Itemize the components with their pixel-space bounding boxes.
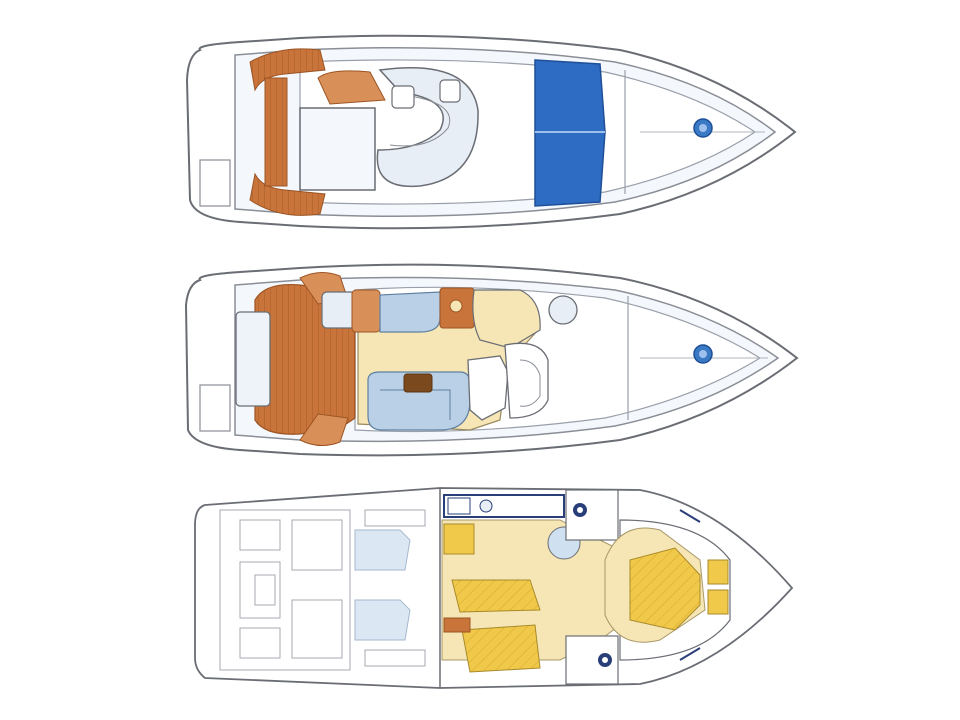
lower-galley-counter (443, 494, 565, 518)
lower-master-side-locker-bottom (707, 589, 729, 615)
lower-head-top (565, 489, 619, 541)
flybridge-aft-bench (264, 77, 288, 187)
flybridge-copilot-chair (439, 79, 461, 103)
main-transom-seat (235, 311, 271, 407)
main-swim-step (199, 384, 231, 432)
flybridge-aft-teak-bottom (249, 172, 326, 216)
flybridge-helm-seat-teak (317, 70, 386, 105)
flybridge-aft-teak-top (249, 48, 326, 92)
lower-guest-bed-bottom (461, 624, 541, 673)
flybridge-deck (185, 34, 797, 230)
main-upper-sofa (379, 291, 441, 333)
lower-master-side-locker-top (707, 559, 729, 585)
lower-upper-locker (364, 509, 426, 527)
lower-hatch-mark-bottom (679, 647, 701, 661)
main-helm-console (472, 289, 541, 349)
lower-head-bottom-toilet-bowl (602, 657, 608, 663)
main-aft-chair (321, 291, 357, 329)
main-galley-sink-icon (449, 299, 463, 313)
lower-stbd-shower (354, 599, 411, 641)
lower-galley-sink-icon (479, 499, 493, 513)
lower-nightstand (443, 617, 471, 633)
lower-port-shower (354, 529, 411, 571)
main-steering-wheel (519, 359, 541, 407)
main-deck (184, 263, 799, 457)
main-salon-table (403, 373, 433, 393)
lower-galley-table (443, 523, 475, 555)
main-side-teak-bottom (299, 413, 349, 446)
main-hatch-center (699, 350, 707, 358)
lower-deck (194, 487, 794, 689)
flybridge-helm-chair (391, 85, 415, 109)
main-dash (504, 342, 549, 419)
main-aft-cabinet (351, 289, 381, 333)
main-helm-seats (467, 355, 509, 421)
lower-master-bed-mattress (629, 547, 701, 631)
lower-lower-locker (364, 649, 426, 667)
flybridge-sunpad (299, 107, 376, 191)
flybridge-seat-cushion-line (389, 95, 451, 147)
main-lower-sofa-seam (380, 389, 451, 420)
flybridge-swim-step (199, 159, 231, 207)
lower-galley-stove (447, 497, 471, 515)
flybridge-hatch-center (699, 124, 707, 132)
engine-room (219, 509, 351, 671)
main-forward-hatch-cover (548, 295, 578, 325)
lower-head-top-toilet-bowl (577, 507, 583, 513)
lower-guest-bed-top (451, 579, 541, 613)
lower-hatch-mark-top (679, 509, 701, 523)
